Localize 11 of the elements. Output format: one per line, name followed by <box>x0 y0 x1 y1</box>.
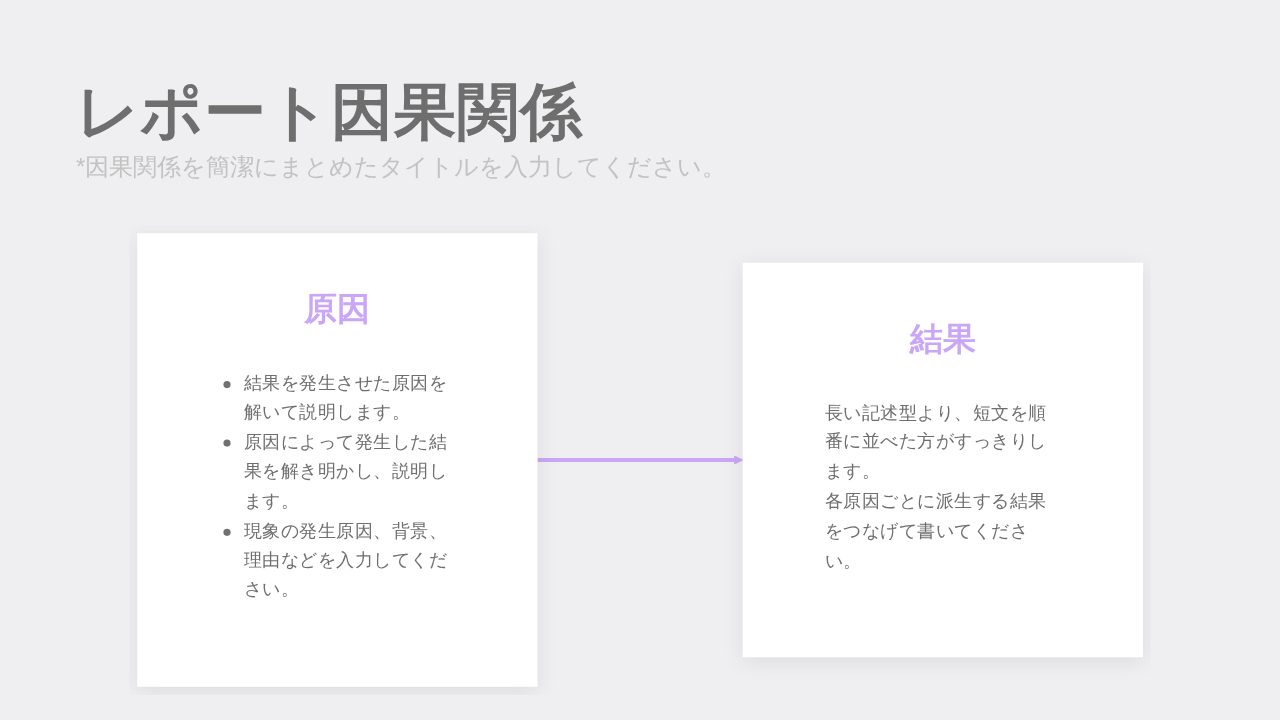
card-text: 長い記述型より、短文を順番に並べた方がすっきりします。 <box>824 400 1048 484</box>
arrow <box>537 455 744 465</box>
card-text: 各原因ごとに派生する結果をつなげて書いてください。 <box>824 489 1048 573</box>
bullet-text: 原因によって発生した結果を解き明かし、説明します。 <box>243 430 449 514</box>
banner-card <box>137 233 538 687</box>
card-heading: 結果 <box>908 319 977 360</box>
card-heading: 原因 <box>303 289 372 330</box>
bullet-text: 現象の発生原因、背景、理由などを入力してください。 <box>243 519 449 602</box>
title: レポート因果関係 <box>76 76 584 148</box>
bullet-text: 結果を発生させた原因を解いて説明します。 <box>243 371 449 425</box>
banner-card <box>742 262 1143 658</box>
